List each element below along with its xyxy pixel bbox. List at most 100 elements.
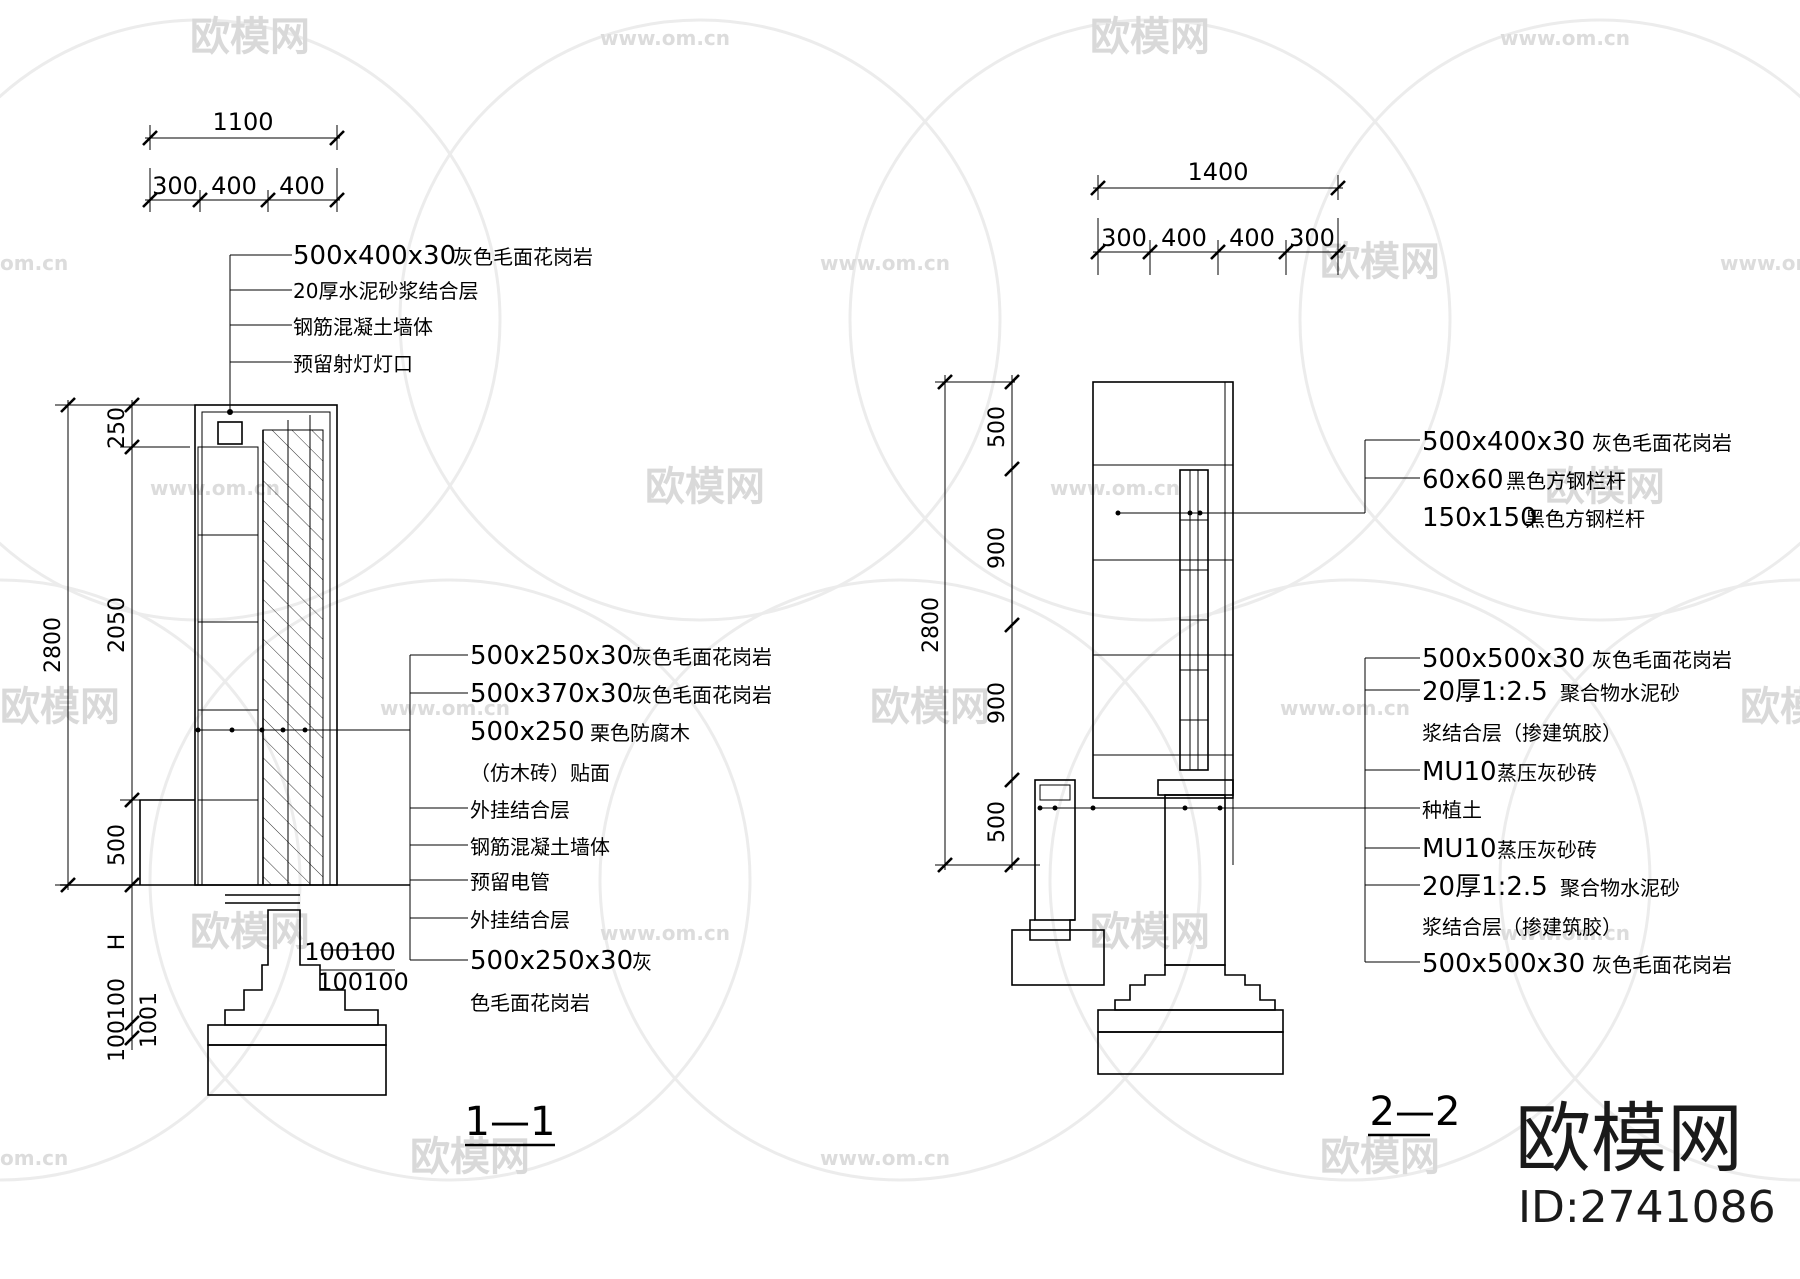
note-side-small: 钢筋混凝土墙体 <box>470 835 610 859</box>
note-rc-wall: 钢筋混凝土墙体 <box>293 315 433 339</box>
dim-total-height: 2800 <box>41 617 66 673</box>
note-side-small: 栗色防腐木 <box>590 721 690 745</box>
dim-part: 400 <box>211 172 257 200</box>
watermark-brand: 欧模网 <box>1090 909 1210 955</box>
left-dimension-chain-1: 2800 250 2050 500 H 100100 1001 <box>41 397 200 1062</box>
note-side-big: 500x250x30 <box>470 946 633 976</box>
note-bottom-small: 蒸压灰砂砖 <box>1497 761 1597 785</box>
dim-part-height: 500 <box>105 824 130 866</box>
watermark-url: www.om.cn <box>1050 476 1180 500</box>
dim-total-width: 1400 <box>1187 158 1248 186</box>
section-title: 1—1 <box>465 1099 556 1145</box>
watermark-url: om.cn <box>0 1146 68 1170</box>
dim-part: 400 <box>279 172 325 200</box>
note-mortar: 20厚水泥砂浆结合层 <box>293 279 478 303</box>
note-top-small: 黑色方钢栏杆 <box>1525 507 1645 531</box>
watermark-brand: 欧模网 <box>1320 239 1440 285</box>
watermark-brand: 欧模网 <box>1740 684 1800 730</box>
watermark-brand: 欧模网 <box>1320 1134 1440 1180</box>
top-notes-2: 500x400x30 灰色毛面花岗岩 60x60 黑色方钢栏杆 150x150 … <box>1115 427 1732 533</box>
note-bottom-small: 聚合物水泥砂 <box>1560 876 1680 900</box>
dim-part: 300 <box>1289 224 1335 252</box>
bottom-notes-2: 500x500x30 灰色毛面花岗岩 20厚1:2.5 聚合物水泥砂 浆结合层（… <box>1233 644 1732 979</box>
note-side-big: 500x250x30 <box>470 641 633 671</box>
brand-id: ID:2741086 <box>1518 1182 1776 1233</box>
dim-lower: 1001 <box>137 992 162 1048</box>
dim-part: 400 <box>1229 224 1275 252</box>
note-lamp: 预留射灯灯口 <box>293 352 413 376</box>
left-dimension-chain-2: 2800 500 900 900 500 <box>919 374 1040 873</box>
dim-part-height: 900 <box>985 682 1010 724</box>
dim-part-height: 900 <box>985 527 1010 569</box>
dim-base: 100100 <box>317 968 409 996</box>
note-side-small: 外挂结合层 <box>470 798 570 822</box>
section-1-1: 1100 300 400 400 2800 <box>41 108 772 1147</box>
dim-part: 400 <box>1161 224 1207 252</box>
note-bottom-small: 灰色毛面花岗岩 <box>1592 648 1732 672</box>
watermark-url: www.om.cn <box>600 26 730 50</box>
watermark-brand: 欧模网 <box>190 14 310 60</box>
watermark-brand: 欧模网 <box>410 1134 530 1180</box>
note-bottom-small: 种植土 <box>1422 798 1482 822</box>
dim-part: 300 <box>152 172 198 200</box>
note-top-big: 150x150 <box>1422 503 1537 533</box>
dim-part-height: 500 <box>985 801 1010 843</box>
dim-part-height: 500 <box>985 406 1010 448</box>
watermark-brand: 欧模网 <box>870 684 990 730</box>
note-bottom-big: MU10 <box>1422 834 1497 864</box>
dim-lower: 100100 <box>105 978 130 1062</box>
note-top-small: 灰色毛面花岗岩 <box>1592 431 1732 455</box>
note-bottom-big: 500x500x30 <box>1422 949 1585 979</box>
note-side-big: 500x250 <box>470 717 585 747</box>
brand-name: 欧模网 <box>1515 1094 1743 1183</box>
section-title-1: 1—1 <box>465 1099 556 1147</box>
watermark-url: www.om.cn <box>1500 921 1630 945</box>
watermark-brand: 欧模网 <box>1090 14 1210 60</box>
section-title: 2—2 <box>1370 1089 1461 1135</box>
side-notes-1: 500x250x30 灰色毛面花岗岩 500x370x30 灰色毛面花岗岩 50… <box>195 641 772 1015</box>
note-bottom-small: 灰色毛面花岗岩 <box>1592 953 1732 977</box>
top-dimension-chain-1: 1100 300 400 400 <box>142 108 345 212</box>
note-bottom-small: 浆结合层（掺建筑胶） <box>1422 721 1622 745</box>
section-title-2: 2—2 <box>1368 1089 1461 1137</box>
note-side-small: 灰 <box>632 950 652 974</box>
dim-total-width: 1100 <box>212 108 273 136</box>
note-top-big: 60x60 <box>1422 465 1504 495</box>
watermark-url: www.om.cn <box>820 1146 950 1170</box>
top-notes-1: 500x400x30 灰色毛面花岗岩 20厚水泥砂浆结合层 钢筋混凝土墙体 预留… <box>229 241 593 412</box>
watermark-brand: 欧模网 <box>645 464 765 510</box>
watermark-url: www.om.cn <box>600 921 730 945</box>
dim-base: 100100 <box>304 938 396 966</box>
watermark-brand: 欧模网 <box>1545 464 1665 510</box>
wall-section-1 <box>60 404 410 904</box>
note-stone-top-material: 灰色毛面花岗岩 <box>453 245 593 269</box>
watermark-url: www.om.cn <box>150 476 280 500</box>
note-side-small: 灰色毛面花岗岩 <box>632 683 772 707</box>
brand-logo: 欧模网 ID:2741086 <box>1515 1094 1776 1233</box>
dim-h: H <box>105 934 130 951</box>
note-side-small: 色毛面花岗岩 <box>470 991 590 1015</box>
section-2-2: 1400 300 400 400 300 2800 <box>919 158 1732 1137</box>
note-side-small: 预留电管 <box>470 870 550 894</box>
dim-total-height: 2800 <box>919 597 944 653</box>
note-side-big: 500x370x30 <box>470 679 633 709</box>
note-top-small: 黑色方钢栏杆 <box>1506 469 1626 493</box>
watermark-brand: 欧模网 <box>0 684 120 730</box>
dim-part-height: 2050 <box>105 597 130 653</box>
note-side-small: （仿木砖）贴面 <box>470 761 610 785</box>
note-bottom-big: 20厚1:2.5 <box>1422 872 1548 902</box>
watermark-brand: 欧模网 <box>190 909 310 955</box>
top-dimension-chain-2: 1400 300 400 400 300 <box>1090 158 1346 275</box>
note-bottom-big: 20厚1:2.5 <box>1422 677 1548 707</box>
note-side-small: 外挂结合层 <box>470 908 570 932</box>
watermark-url: www.om.cn <box>820 251 950 275</box>
watermark-url: www.om.cn <box>380 696 510 720</box>
note-bottom-big: MU10 <box>1422 757 1497 787</box>
watermark-url: www.om.cn <box>1280 696 1410 720</box>
foundation-1: 100100 100100 <box>207 909 409 1096</box>
watermark-url: www.om.cn <box>1500 26 1630 50</box>
dim-part: 300 <box>1101 224 1147 252</box>
watermark-layer: 欧模网 www.om.cn 欧模网 www.om.cn om.cn www.om… <box>0 14 1800 1182</box>
note-side-small: 灰色毛面花岗岩 <box>632 645 772 669</box>
note-bottom-small: 蒸压灰砂砖 <box>1497 838 1597 862</box>
